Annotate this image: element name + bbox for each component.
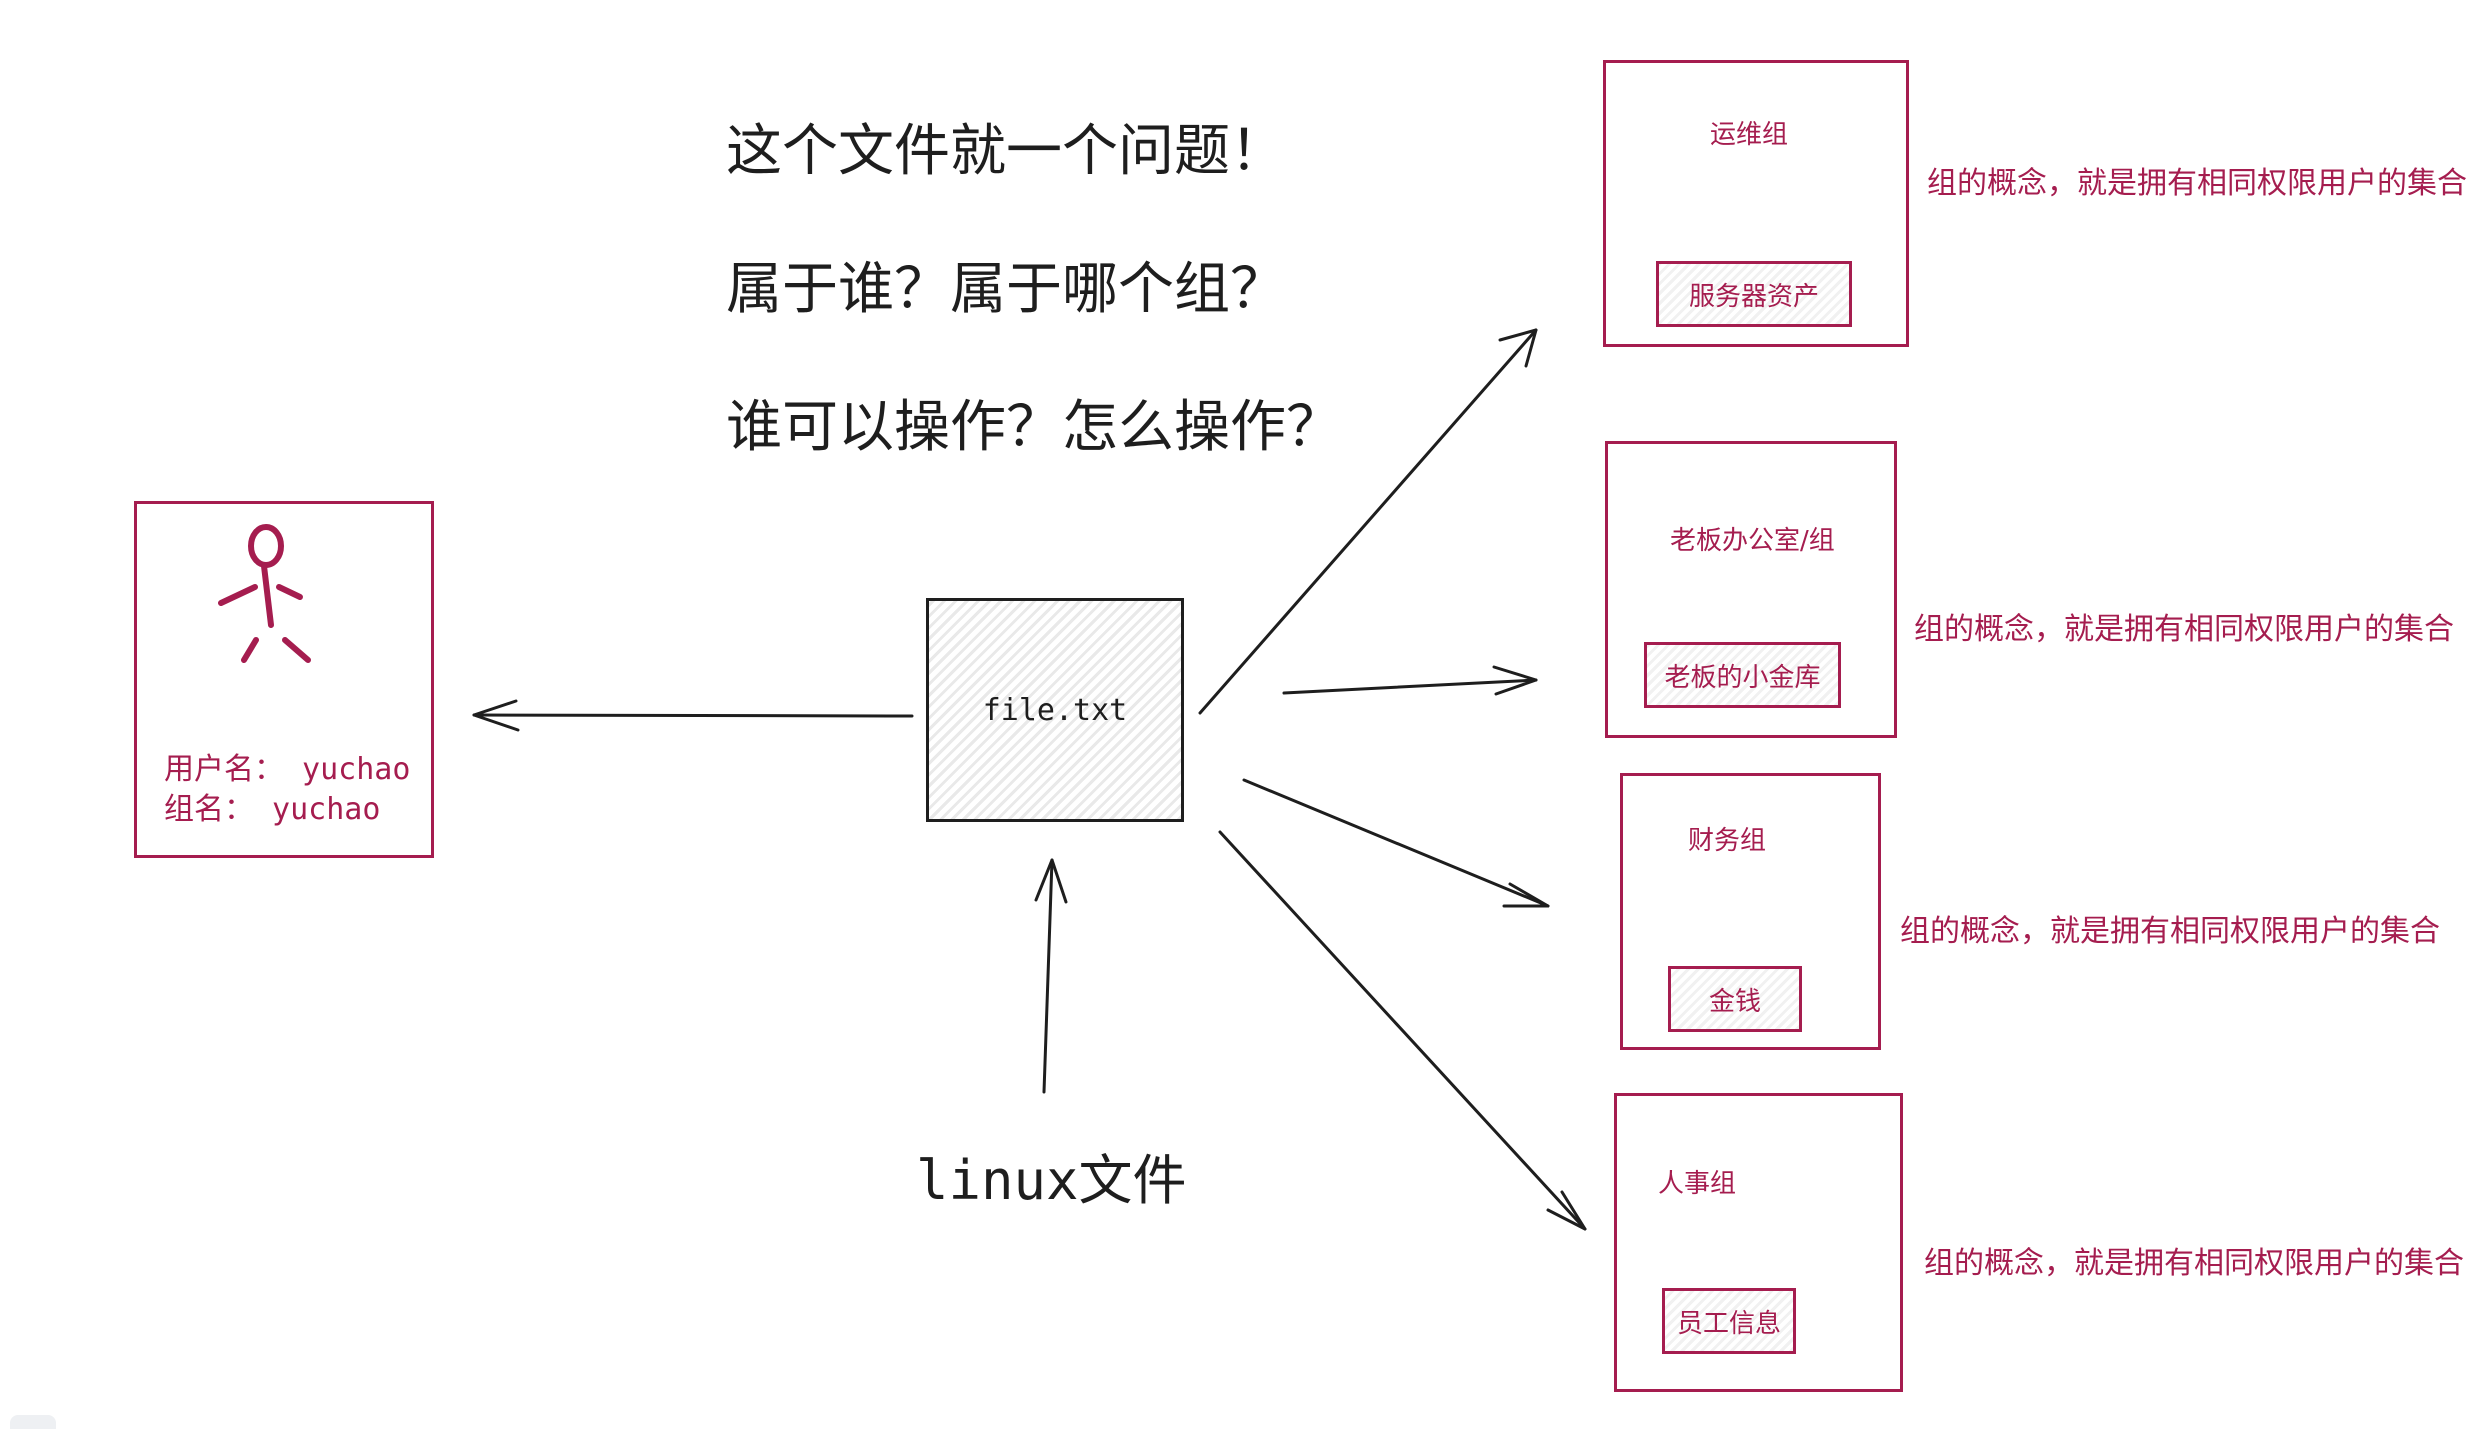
group-name-boss: 老板办公室/组 [1670,526,1835,556]
asset-finance-label: 金钱 [1708,986,1761,1017]
group-box-boss [1605,441,1897,738]
arrow-to-hr-group [1218,830,1587,1231]
file-box: file.txt [926,598,1184,822]
group-name-ops: 运维组 [1710,120,1789,150]
asset-finance: 金钱 [1668,966,1802,1032]
asset-boss-label: 老板的小金库 [1664,662,1821,693]
group-note-ops: 组的概念，就是拥有相同权限用户的集合 [1927,166,2467,201]
file-caption: linux文件 [916,1149,1187,1212]
asset-hr: 员工信息 [1662,1288,1796,1354]
toolbar-handle[interactable] [10,1415,56,1429]
arrow-to-finance-group-head [1502,882,1550,908]
file-label: file.txt [982,692,1128,728]
group-note-finance: 组的概念，就是拥有相同权限用户的集合 [1900,914,2440,949]
group-name-label: 组名： yuchao [164,792,381,827]
group-name-finance: 财务组 [1688,826,1767,856]
user-stick-figure [218,524,311,663]
group-note-hr: 组的概念，就是拥有相同权限用户的集合 [1924,1246,2464,1281]
username-label: 用户名： yuchao [164,752,411,787]
group-box-hr [1614,1093,1903,1392]
arrow-to-user-head [472,699,520,732]
question-3: 谁可以操作？怎么操作？ [726,395,1342,460]
arrow-from-caption [1042,858,1054,1094]
group-box-ops [1603,60,1909,347]
group-box-finance [1620,773,1881,1050]
arrow-to-finance-group [1242,778,1550,908]
group-name-hr: 人事组 [1658,1169,1737,1199]
arrow-from-caption-head [1034,858,1068,904]
arrow-to-boss-group-head [1492,665,1538,696]
asset-ops-label: 服务器资产 [1688,281,1819,312]
arrow-to-user [472,713,914,718]
question-1: 这个文件就一个问题！ [726,119,1286,184]
asset-hr-label: 员工信息 [1676,1308,1781,1339]
group-note-boss: 组的概念，就是拥有相同权限用户的集合 [1914,612,2454,647]
arrow-to-boss-group [1282,678,1538,695]
asset-ops: 服务器资产 [1656,261,1852,327]
arrow-to-hr-group-head [1546,1190,1587,1231]
asset-boss: 老板的小金库 [1644,642,1841,708]
question-2: 属于谁？属于哪个组？ [726,257,1286,322]
arrow-to-ops-group-head [1498,328,1538,368]
user-card [134,501,434,858]
arrow-to-ops-group [1198,328,1538,715]
